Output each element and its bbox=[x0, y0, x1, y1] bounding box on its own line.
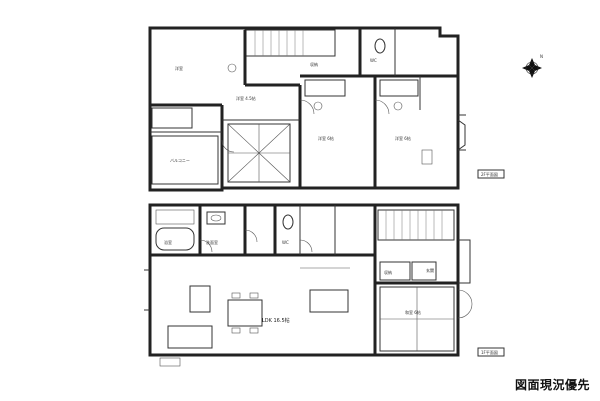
upper-room-label: 洋室 4.5帖 bbox=[236, 95, 256, 101]
upper-outer-wall bbox=[148, 26, 460, 192]
compass-needle-east bbox=[532, 65, 542, 71]
upper-void-cross bbox=[227, 123, 291, 183]
upper-marker bbox=[393, 101, 403, 111]
upper-room-label: バルコニー bbox=[170, 158, 190, 163]
lower-room-label: WC bbox=[282, 240, 289, 245]
living-table bbox=[309, 289, 349, 313]
lower-room-label: 浴室 bbox=[164, 239, 172, 245]
upper-room-label: 洋室 bbox=[175, 65, 183, 71]
upper-closet bbox=[304, 79, 346, 97]
compass-needle-south bbox=[529, 68, 535, 78]
upper-toilet-fixture bbox=[374, 38, 386, 54]
lower-stair-treads bbox=[385, 210, 443, 240]
upper-closet bbox=[151, 107, 193, 129]
lower-door-swing bbox=[457, 289, 473, 319]
upper-door-swing bbox=[299, 99, 315, 115]
lower-floor-tag: 1F平面図 bbox=[481, 350, 498, 355]
plan-caption: 図面現況優先 bbox=[514, 378, 590, 392]
lower-room-label: 収納 bbox=[384, 269, 392, 275]
upper-room-label: 収納 bbox=[310, 61, 318, 67]
bath-wash-area bbox=[155, 209, 195, 225]
upper-stair-treads bbox=[254, 30, 304, 56]
lower-closet bbox=[379, 261, 411, 281]
lower-door-swing bbox=[244, 229, 258, 243]
compass-needle-west bbox=[522, 65, 532, 71]
lower-stairs bbox=[377, 209, 455, 241]
upper-room-label: WC bbox=[370, 58, 377, 63]
upper-stair-hall bbox=[244, 29, 336, 57]
lower-outer-wall bbox=[148, 203, 460, 357]
compass-rose: N bbox=[522, 54, 543, 78]
entrance-porch bbox=[458, 239, 471, 284]
lower-closet bbox=[411, 261, 437, 281]
upper-floor-tag-box bbox=[477, 169, 505, 179]
upper-desk bbox=[421, 149, 433, 165]
lower-door-swing bbox=[199, 239, 213, 253]
upper-room-label: 洋室 6帖 bbox=[395, 135, 411, 141]
lower-door-swing bbox=[299, 239, 313, 253]
upper-balcony bbox=[151, 135, 219, 185]
upper-floor-plan: 洋室 洋室 6帖 洋室 6帖 洋室 4.5帖 収納 WC バルコニー 2F平面図 bbox=[148, 26, 505, 192]
upper-closet bbox=[379, 79, 419, 97]
dining-table bbox=[227, 299, 263, 327]
tatami-mats bbox=[380, 287, 454, 351]
lower-room-label: 洗面室 bbox=[206, 239, 218, 245]
upper-room-label: 洋室 6帖 bbox=[318, 135, 334, 141]
dining-chairs bbox=[231, 292, 259, 334]
upper-door-swing bbox=[221, 139, 235, 153]
kitchen-unit bbox=[167, 325, 213, 349]
upper-door-swing bbox=[374, 99, 390, 115]
lower-outdoor-unit bbox=[159, 357, 181, 367]
washbasin-bowl bbox=[210, 214, 222, 222]
upper-marker bbox=[313, 101, 323, 111]
lower-toilet-fixture bbox=[282, 214, 294, 230]
lower-room-label: 和室 6帖 bbox=[405, 309, 421, 315]
upper-floor-tag: 2F平面図 bbox=[481, 172, 498, 177]
compass-label: N bbox=[540, 54, 543, 59]
compass-needle-north bbox=[529, 58, 535, 68]
lower-floor-plan: 浴室 洗面室 WC LDK 16.5帖 和室 6帖 玄関 収納 1F平面図 bbox=[144, 203, 505, 367]
lower-room-label: 玄関 bbox=[426, 267, 434, 273]
washbasin bbox=[206, 211, 226, 225]
upper-bay-window bbox=[457, 119, 466, 151]
upper-marker bbox=[227, 63, 237, 73]
bathtub bbox=[155, 227, 195, 251]
kitchen-counter bbox=[189, 285, 211, 313]
lower-floor-tag-box bbox=[477, 347, 505, 357]
lower-room-label: LDK 16.5帖 bbox=[262, 317, 290, 324]
